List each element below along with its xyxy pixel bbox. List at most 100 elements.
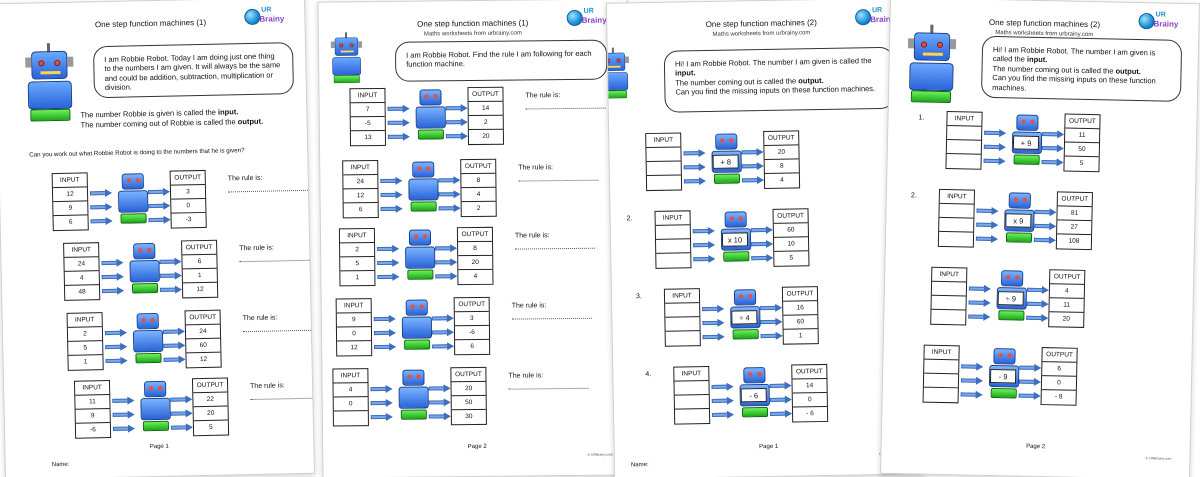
input-answer-cell[interactable] — [647, 175, 681, 190]
arrow-icon — [162, 327, 186, 336]
intro-part3: Can you find the missing inputs on these… — [992, 73, 1156, 93]
rule-answer-line[interactable] — [508, 387, 589, 390]
rule-answer-line[interactable] — [518, 179, 599, 182]
input-answer-cell[interactable] — [924, 359, 959, 375]
question-number: 4. — [645, 371, 652, 379]
arrow-icon — [435, 244, 458, 253]
input-header: INPUT — [674, 367, 709, 382]
input-answer-cell[interactable] — [947, 126, 982, 141]
output-cell: 0 — [171, 198, 206, 214]
output-cell: 3 — [170, 184, 206, 200]
rule-answer-line[interactable] — [228, 189, 309, 193]
arrow-icon — [712, 410, 735, 419]
input-answer-cell[interactable] — [931, 281, 967, 297]
output-cell: 24 — [185, 324, 221, 340]
arrow-icon — [751, 239, 774, 248]
input-cell: 6 — [358, 206, 363, 214]
rule-answer-line[interactable] — [511, 317, 592, 320]
input-cell: 24 — [64, 257, 99, 272]
logo-brainy: Brainy — [259, 14, 285, 24]
input-answer-cell[interactable] — [656, 253, 690, 268]
robot-machine-icon: - 9 — [985, 348, 1022, 401]
input-answer-cell[interactable] — [674, 395, 709, 410]
rule-answer-line[interactable] — [239, 259, 315, 263]
question-number: 2. — [626, 215, 633, 223]
note-input-word: input. — [217, 107, 239, 117]
arrow-icon — [380, 190, 403, 199]
input-header: INPUT — [67, 313, 102, 328]
input-cell: 12 — [52, 187, 88, 203]
arrow-icon — [89, 188, 113, 198]
output-header: OUTPUT — [1050, 270, 1085, 285]
rule-answer-line[interactable] — [515, 247, 596, 250]
input-answer-cell[interactable] — [931, 295, 966, 311]
input-cell: 1 — [83, 358, 88, 366]
arrow-icon — [1018, 391, 1041, 401]
logo-ur: UR — [871, 6, 883, 15]
output-header: OUTPUT — [461, 159, 496, 175]
output-cell: 5 — [209, 423, 213, 431]
input-table: INPUT — [922, 344, 960, 404]
input-header: INPUT — [932, 267, 967, 283]
input-table: INPUT — [673, 365, 711, 425]
input-table: INPUT — [945, 111, 983, 170]
rule-answer-line[interactable] — [525, 107, 606, 110]
input-answer-cell[interactable] — [665, 303, 700, 318]
input-header: INPUT — [655, 211, 690, 226]
input-answer-cell[interactable] — [646, 161, 681, 177]
intro-input-word: input. — [1026, 55, 1048, 65]
input-header: INPUT — [350, 88, 385, 104]
input-answer-cell[interactable] — [666, 331, 700, 346]
output-cell: 12 — [199, 355, 208, 364]
input-header: INPUT — [52, 173, 87, 189]
input-answer-cell[interactable] — [674, 381, 709, 396]
input-answer-cell[interactable] — [656, 239, 691, 254]
logo-ur: UR — [261, 6, 272, 14]
arrow-icon — [683, 149, 706, 158]
arrow-icon — [163, 355, 186, 364]
logo-brainy: Brainy — [581, 15, 607, 25]
output-cell: 12 — [196, 285, 204, 294]
rule-answer-line[interactable] — [250, 397, 315, 401]
input-cell — [334, 411, 368, 425]
output-cell: 20 — [193, 406, 228, 422]
arrow-icon — [1026, 300, 1049, 309]
logo-ur: UR — [1155, 11, 1166, 19]
input-answer-cell[interactable] — [939, 203, 974, 219]
input-answer-cell[interactable] — [946, 140, 982, 155]
output-header: OUTPUT — [764, 131, 799, 146]
rule-answer-line[interactable] — [242, 329, 315, 333]
arrow-icon — [1041, 158, 1064, 167]
input-answer-cell[interactable] — [939, 217, 974, 233]
robot-machine-icon — [411, 89, 448, 141]
input-answer-cell[interactable] — [646, 147, 681, 163]
input-answer-cell[interactable] — [675, 409, 709, 424]
input-table: INPUT — [663, 288, 701, 347]
input-answer-cell[interactable] — [923, 373, 959, 389]
arrow-icon — [750, 225, 773, 234]
input-table: INPUT — [645, 132, 683, 192]
question-number: 1. — [918, 114, 925, 122]
input-answer-cell[interactable] — [665, 317, 700, 332]
arrow-icon — [373, 314, 396, 323]
arrow-icon — [105, 356, 128, 365]
output-header: OUTPUT — [468, 87, 503, 103]
arrow-icon — [741, 176, 765, 185]
arrow-icon — [101, 258, 124, 267]
robot-machine-icon — [394, 369, 431, 421]
input-answer-cell[interactable] — [931, 310, 965, 325]
input-answer-cell[interactable] — [655, 225, 691, 240]
arrow-icon — [112, 424, 136, 433]
input-answer-cell[interactable] — [924, 388, 958, 403]
input-answer-cell[interactable] — [939, 232, 973, 247]
input-answer-cell[interactable] — [946, 154, 980, 169]
output-cell: 4 — [1049, 284, 1085, 299]
rule-label: The rule is: — [511, 302, 547, 310]
input-header: INPUT — [64, 243, 99, 258]
